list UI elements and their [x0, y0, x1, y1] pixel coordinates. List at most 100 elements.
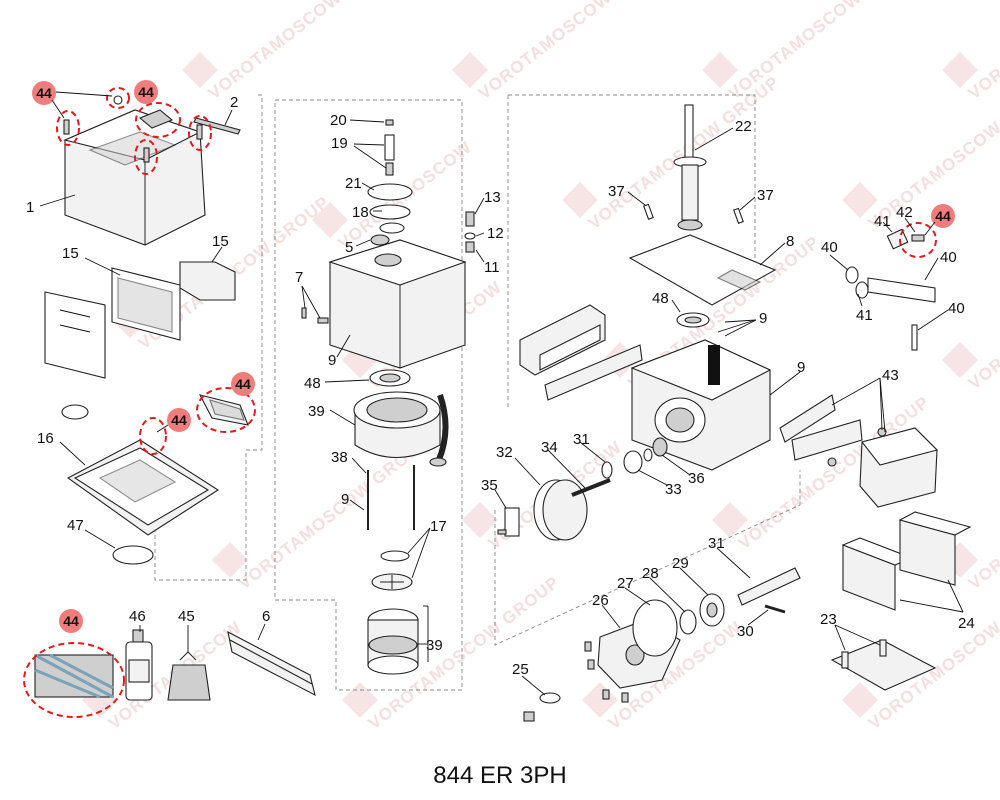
svg-text:44: 44 [138, 84, 154, 100]
grease-bag-part-45 [167, 651, 211, 701]
callout-46: 46 [129, 608, 146, 625]
callout-18: 18 [352, 204, 369, 221]
pump-tank-part-9 [328, 239, 467, 369]
callout-9: 9 [797, 359, 805, 376]
callout-5: 5 [345, 239, 353, 256]
watermark-text: VOROTAMOSCOW [205, 0, 346, 103]
limit-plates-part-24 [841, 511, 972, 611]
callout-43: 43 [882, 367, 899, 384]
callout-25: 25 [512, 661, 529, 678]
bearing-part-48-right [676, 312, 710, 328]
callout-48: 48 [652, 290, 669, 307]
badge-44: 44 [134, 80, 158, 104]
watermark-tile: VOROTAMOSCOW GROUP [942, 0, 1000, 103]
callout-40: 40 [948, 300, 965, 317]
callout-22: 22 [735, 118, 752, 135]
callout-27: 27 [617, 575, 634, 592]
watermark-tile: VOROTAMOSCOW [182, 0, 345, 103]
callout-33: 33 [665, 481, 682, 498]
gasket-part-27 [632, 599, 678, 657]
callout-31: 31 [708, 535, 725, 552]
badge-44: 44 [931, 204, 955, 228]
shaft-part-34 [571, 478, 611, 497]
callout-34: 34 [541, 439, 558, 456]
release-lever-parts-40-41-42 [845, 228, 936, 351]
cable-cover-part-6 [227, 630, 316, 697]
callout-labels: 1 2 15 15 16 47 46 45 6 20 19 21 18 5 13… [26, 94, 975, 678]
callout-8: 8 [786, 233, 794, 250]
badge-44: 44 [32, 81, 56, 105]
callout-38: 38 [331, 449, 348, 466]
seal-kit-part-44 [34, 653, 114, 699]
gear-housing-part-9 [630, 339, 772, 471]
callout-1: 1 [26, 199, 34, 216]
callout-37: 37 [608, 183, 625, 200]
oring-part-47 [112, 545, 154, 565]
badge-44: 44 [167, 408, 191, 432]
callout-13: 13 [484, 189, 501, 206]
badge-44: 44 [59, 609, 83, 633]
drive-gear-part-32 [533, 479, 588, 541]
watermark-text: VOROTAMOSCOW GROUP [475, 0, 673, 103]
callout-39: 39 [308, 403, 325, 420]
callout-2: 2 [230, 94, 238, 111]
washers-parts-31-33-36 [601, 437, 668, 479]
callout-19: 19 [331, 135, 348, 152]
watermark-tile: VOROTAMOSCOW [942, 277, 1000, 393]
highlight-rings [23, 87, 937, 718]
bracket-left-parts [519, 304, 643, 401]
callout-40: 40 [821, 239, 838, 256]
callout-26: 26 [592, 592, 609, 609]
label-strip-part-2 [193, 117, 241, 135]
screws-parts-13-12-11 [464, 211, 476, 253]
key-part-35 [497, 507, 520, 537]
callout-48: 48 [304, 375, 321, 392]
svg-text:44: 44 [63, 613, 79, 629]
callout-11: 11 [484, 259, 500, 276]
callout-42: 42 [896, 204, 913, 221]
base-part-16 [66, 439, 220, 536]
output-shaft-part-22 [673, 104, 707, 231]
callout-16: 16 [37, 430, 54, 447]
callout-39: 39 [426, 637, 443, 654]
bearing-part-48 [369, 369, 411, 387]
callout-29: 29 [672, 555, 689, 572]
watermark-tile: VOROTAMOSCOW [842, 117, 1000, 233]
screws-part-7 [301, 307, 329, 324]
callout-41: 41 [856, 307, 873, 324]
end-cap-part [859, 427, 939, 508]
svg-text:44: 44 [935, 208, 951, 224]
callout-9: 9 [341, 491, 349, 508]
callout-7: 7 [295, 269, 303, 286]
washer-part-25 [523, 692, 561, 722]
valve-stack-parts [367, 119, 413, 246]
screws-flange [584, 641, 629, 703]
bearings-parts-28-29 [679, 593, 725, 635]
callout-17: 17 [430, 518, 447, 535]
callout-36: 36 [688, 470, 705, 487]
callout-32: 32 [496, 444, 513, 461]
highlight-badges: 44 44 44 44 44 44 [32, 80, 955, 633]
watermark-tile: VOROTAMOSCOW GROUP [452, 0, 673, 103]
callout-28: 28 [642, 565, 659, 582]
callout-40: 40 [940, 249, 957, 266]
worm-shaft-part-31 [737, 567, 801, 606]
rubber-plug [61, 404, 89, 420]
callout-9: 9 [759, 310, 767, 327]
watermark-tile: VOROTAMOSCOW [702, 0, 865, 103]
callout-20: 20 [330, 112, 347, 129]
model-title: 844 ER 3PH [433, 762, 567, 789]
gasket-part-8 [628, 234, 777, 306]
callout-24: 24 [958, 615, 975, 632]
bracket-right-part-43 [779, 394, 887, 467]
pump-unit-part-39 [367, 608, 419, 675]
capacitor-connector [198, 394, 249, 426]
callout-9: 9 [328, 352, 336, 369]
badge-44: 44 [231, 372, 255, 396]
callout-15: 15 [212, 233, 229, 250]
svg-text:44: 44 [36, 85, 52, 101]
watermark-text: VOROTAMOSCOW GROUP [965, 0, 1000, 103]
callout-21: 21 [345, 175, 362, 192]
cover-plate-part [44, 291, 106, 379]
